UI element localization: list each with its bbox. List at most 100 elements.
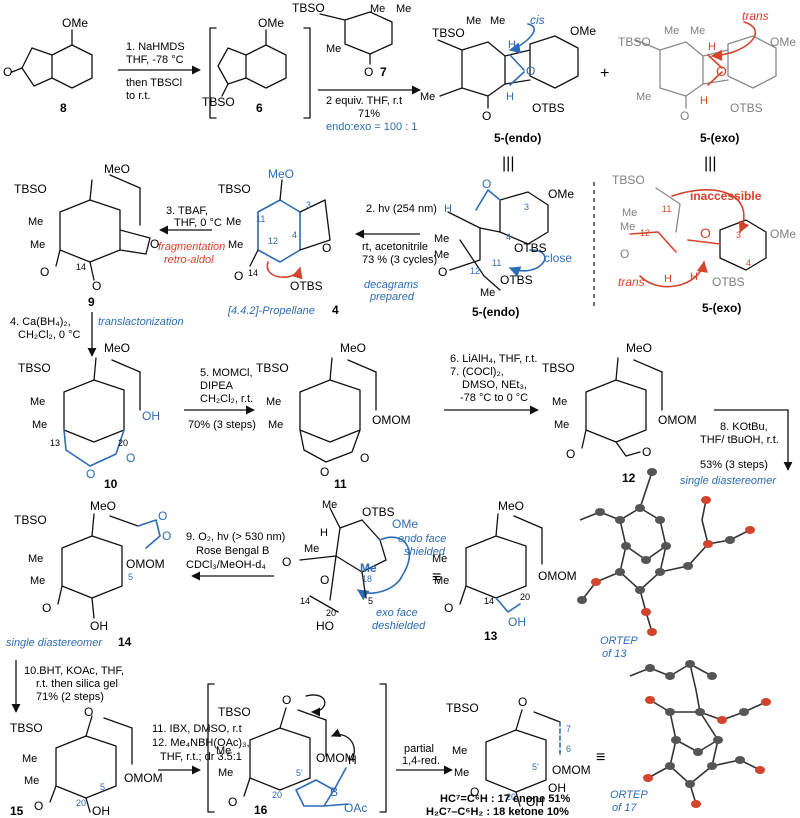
- equiv-17: ≡: [596, 749, 605, 766]
- step67-line1: 6. LiAlH₄, THF, r.t.: [450, 353, 537, 365]
- compound-5-endo-3d-h: H: [444, 203, 452, 215]
- compound-5-exo-tbso: TBSO: [618, 35, 651, 49]
- compound-16-bracket: [207, 683, 387, 813]
- compound-17-oh-a: OH: [548, 781, 566, 795]
- compound-14-label: 14: [118, 635, 132, 649]
- compound-5-exo-3d-num4: 4: [746, 258, 751, 268]
- compound-14-ketone-o: O: [42, 601, 51, 615]
- step67-line3: DMSO, NEt₃,: [462, 379, 527, 391]
- compound-13-num14: 14: [484, 596, 494, 606]
- step1-line4: to r.t.: [126, 90, 150, 102]
- compound-16-me-b: Me: [218, 767, 233, 779]
- compound-5-exo-o-bridge: O: [716, 63, 727, 79]
- compound-5-exo-me-a: Me: [664, 25, 679, 37]
- compound-11-o-ring: O: [320, 465, 329, 479]
- compound-10-oh: OH: [142, 409, 160, 423]
- compound-4-me-a: Me: [226, 216, 241, 228]
- compound-10-o-carbonyl: O: [126, 451, 135, 465]
- compound-14-meo: MeO: [90, 499, 116, 513]
- compound-4-num12: 12: [268, 236, 278, 246]
- compound-13-oh: OH: [508, 615, 526, 629]
- step1112-line1: 11. IBX, DMSO, r.t: [152, 723, 242, 735]
- compound-17-oh-b: OH: [526, 795, 544, 809]
- compound-13-3d-me-top: Me: [322, 499, 337, 511]
- step4-line2: CH₂Cl₂, 0 °C: [18, 329, 81, 341]
- compound-12-meo: MeO: [626, 341, 652, 355]
- step1-line2: THF, -78 °C: [126, 54, 184, 66]
- compound-13-3d-h: H: [320, 527, 328, 539]
- compound-11-o-carbonyl: O: [360, 451, 369, 465]
- step5-line4: 70% (3 steps): [188, 419, 256, 431]
- stepred-line1: partial: [404, 743, 434, 755]
- compound-5-endo-3d-o: O: [482, 177, 491, 191]
- compound-5-endo-otbs: OTBS: [532, 101, 565, 115]
- compound-4-ketone-o: O: [234, 269, 243, 283]
- compound-16-me-a: Me: [216, 745, 231, 757]
- compound-10-o-ring: O: [86, 467, 95, 481]
- compound-13-ketone-o: O: [444, 601, 453, 615]
- arrow-step-8: [714, 409, 793, 471]
- compound-17-num7: 7: [566, 724, 571, 734]
- compound-14-me-b: Me: [30, 575, 45, 587]
- plus-sign: +: [600, 65, 609, 82]
- compound-4-tbso: TBSO: [218, 182, 251, 196]
- step2-line4: decagrams: [364, 279, 419, 291]
- compound-15-me-b: Me: [24, 775, 39, 787]
- compound-5-exo-h-bot: H: [700, 95, 708, 107]
- compound-8-oxygen: O: [3, 65, 12, 79]
- compound-16-h: H: [348, 753, 357, 767]
- compound-8-structure: [11, 29, 93, 89]
- compound-17-num20: 20: [506, 792, 516, 802]
- compound-17-num5p: 5': [532, 762, 539, 772]
- step8-line3: 53% (3 steps): [700, 459, 768, 471]
- compound-5-exo-3d-num3: 3: [736, 230, 741, 240]
- compound-13-num20: 20: [520, 592, 530, 602]
- compound-5-exo-otbs: OTBS: [730, 101, 763, 115]
- compound-11-me-a: Me: [266, 396, 281, 408]
- compound-4-num11: 11: [256, 214, 265, 224]
- compound-11-structure: [299, 357, 377, 463]
- compound-5-endo-3d-structure: [447, 189, 549, 291]
- compound-14-tbso: TBSO: [14, 513, 47, 527]
- compound-16-num5p: 5': [296, 768, 303, 778]
- compound-5-endo-3d-me-c: Me: [480, 287, 495, 299]
- step9-line1: 9. O₂, hν (> 530 nm): [186, 531, 285, 543]
- compound-13-3d-ome: OMe: [392, 517, 418, 531]
- compound-8-ome: OMe: [62, 16, 88, 30]
- compound-6-tbso: TBSO: [202, 95, 235, 109]
- compound-5-endo-h-bot: H: [506, 91, 514, 103]
- compound-12-tbso: TBSO: [542, 361, 575, 375]
- stepda-line2: 71%: [358, 108, 380, 120]
- compound-13-meo: MeO: [498, 499, 524, 513]
- compound-17-structure: [485, 709, 561, 807]
- step4-line3: translactonization: [98, 316, 184, 328]
- compound-9-label: 9: [88, 295, 95, 309]
- compound-15-me-a: Me: [22, 753, 37, 765]
- compound-5-endo-structure: [437, 35, 579, 109]
- compound-5-endo-tbso: TBSO: [432, 26, 465, 40]
- compound-16-label: 16: [254, 803, 268, 817]
- compound-5-endo-ketone-o: O: [482, 109, 491, 123]
- equiv-13: ≡: [432, 569, 441, 586]
- compound-4-o-bridge: O: [322, 241, 331, 255]
- compound-5-endo-3d-otbs2: OTBS: [500, 273, 533, 287]
- step8-line2: THF/ tBuOH, r.t.: [700, 434, 779, 446]
- equivalence-exo: |||: [704, 155, 716, 172]
- compound-5-endo-h-top: H: [508, 39, 516, 51]
- ortep-17-drawing: [629, 660, 771, 808]
- compound-15-num5: 5: [100, 782, 105, 792]
- compound-5-exo-me-b: Me: [690, 25, 705, 37]
- compound-9-o-ring: O: [150, 237, 159, 251]
- compound-5-endo-3d-me-b: Me: [434, 249, 449, 261]
- compound-15-oh: OH: [92, 804, 110, 818]
- step10-line3: 71% (2 steps): [36, 691, 104, 703]
- compound-10-me-a: Me: [30, 396, 45, 408]
- trans-arrow-top: [710, 21, 757, 62]
- compound-5-exo-3d-ome: OMe: [770, 227, 796, 241]
- compound-17-o-top: O: [518, 695, 527, 709]
- compound-16-tbso: TBSO: [218, 705, 251, 719]
- compound-13-3d-num18: 18: [362, 574, 372, 584]
- compound-12-ketone-o: O: [566, 447, 575, 461]
- compound-6-label: 6: [256, 101, 263, 115]
